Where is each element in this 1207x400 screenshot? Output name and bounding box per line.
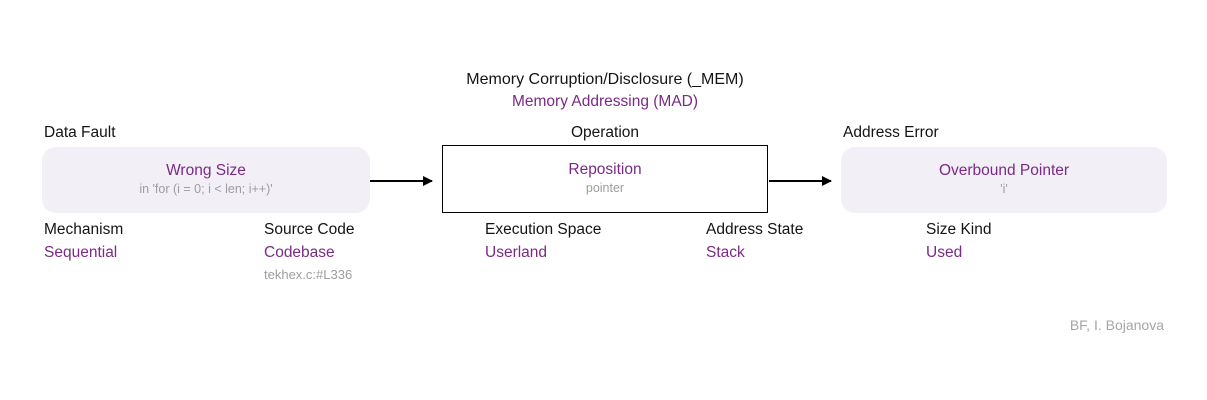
diagram-title-block: Memory Corruption/Disclosure (_MEM) Memo… bbox=[405, 68, 805, 114]
attribute-source-code: Source Code Codebase tekhex.c:#L336 bbox=[264, 218, 474, 284]
attribution-text: BF, I. Bojanova bbox=[1069, 317, 1164, 333]
attribute-value: Stack bbox=[706, 244, 745, 262]
consequence-detail: 'i' bbox=[1000, 182, 1008, 197]
operation-detail: pointer bbox=[585, 181, 625, 196]
cause-node: Wrong Size in 'for (i = 0; i < len; i++)… bbox=[42, 147, 370, 213]
bug-class-type-title: Memory Corruption/Disclosure (_MEM) bbox=[466, 71, 744, 88]
bug-class-title: Memory Addressing (MAD) bbox=[511, 93, 699, 111]
attribute-address-state: Address State Stack bbox=[706, 218, 916, 265]
attribute-label: Mechanism bbox=[44, 221, 124, 238]
attribute-note: tekhex.c:#L336 bbox=[264, 266, 353, 282]
attribute-value: Codebase bbox=[264, 244, 335, 262]
operation-label: Operation bbox=[570, 124, 640, 141]
attribute-execution-space: Execution Space Userland bbox=[485, 218, 695, 265]
attribute-value: Sequential bbox=[44, 244, 118, 262]
operation-value: Reposition bbox=[568, 161, 642, 179]
attribute-label: Source Code bbox=[264, 221, 355, 238]
attribute-size-kind: Size Kind Used bbox=[926, 218, 1136, 265]
attribute-label: Size Kind bbox=[926, 221, 992, 238]
attribute-mechanism: Mechanism Sequential bbox=[44, 218, 254, 265]
attribute-value: Userland bbox=[485, 244, 548, 262]
attribute-label: Address State bbox=[706, 221, 804, 238]
attribute-label: Execution Space bbox=[485, 221, 602, 238]
consequence-label: Address Error bbox=[843, 124, 939, 141]
cause-value: Wrong Size bbox=[166, 162, 246, 180]
arrow-cause-to-operation bbox=[370, 176, 433, 186]
consequence-value: Overbound Pointer bbox=[938, 162, 1070, 180]
consequence-node: Overbound Pointer 'i' bbox=[841, 147, 1167, 213]
operation-node: Reposition pointer bbox=[442, 145, 768, 213]
attribute-value: Used bbox=[926, 244, 963, 262]
cause-label: Data Fault bbox=[44, 124, 116, 141]
arrow-operation-to-consequence bbox=[769, 176, 832, 186]
cause-detail: in 'for (i = 0; i < len; i++)' bbox=[139, 182, 273, 197]
